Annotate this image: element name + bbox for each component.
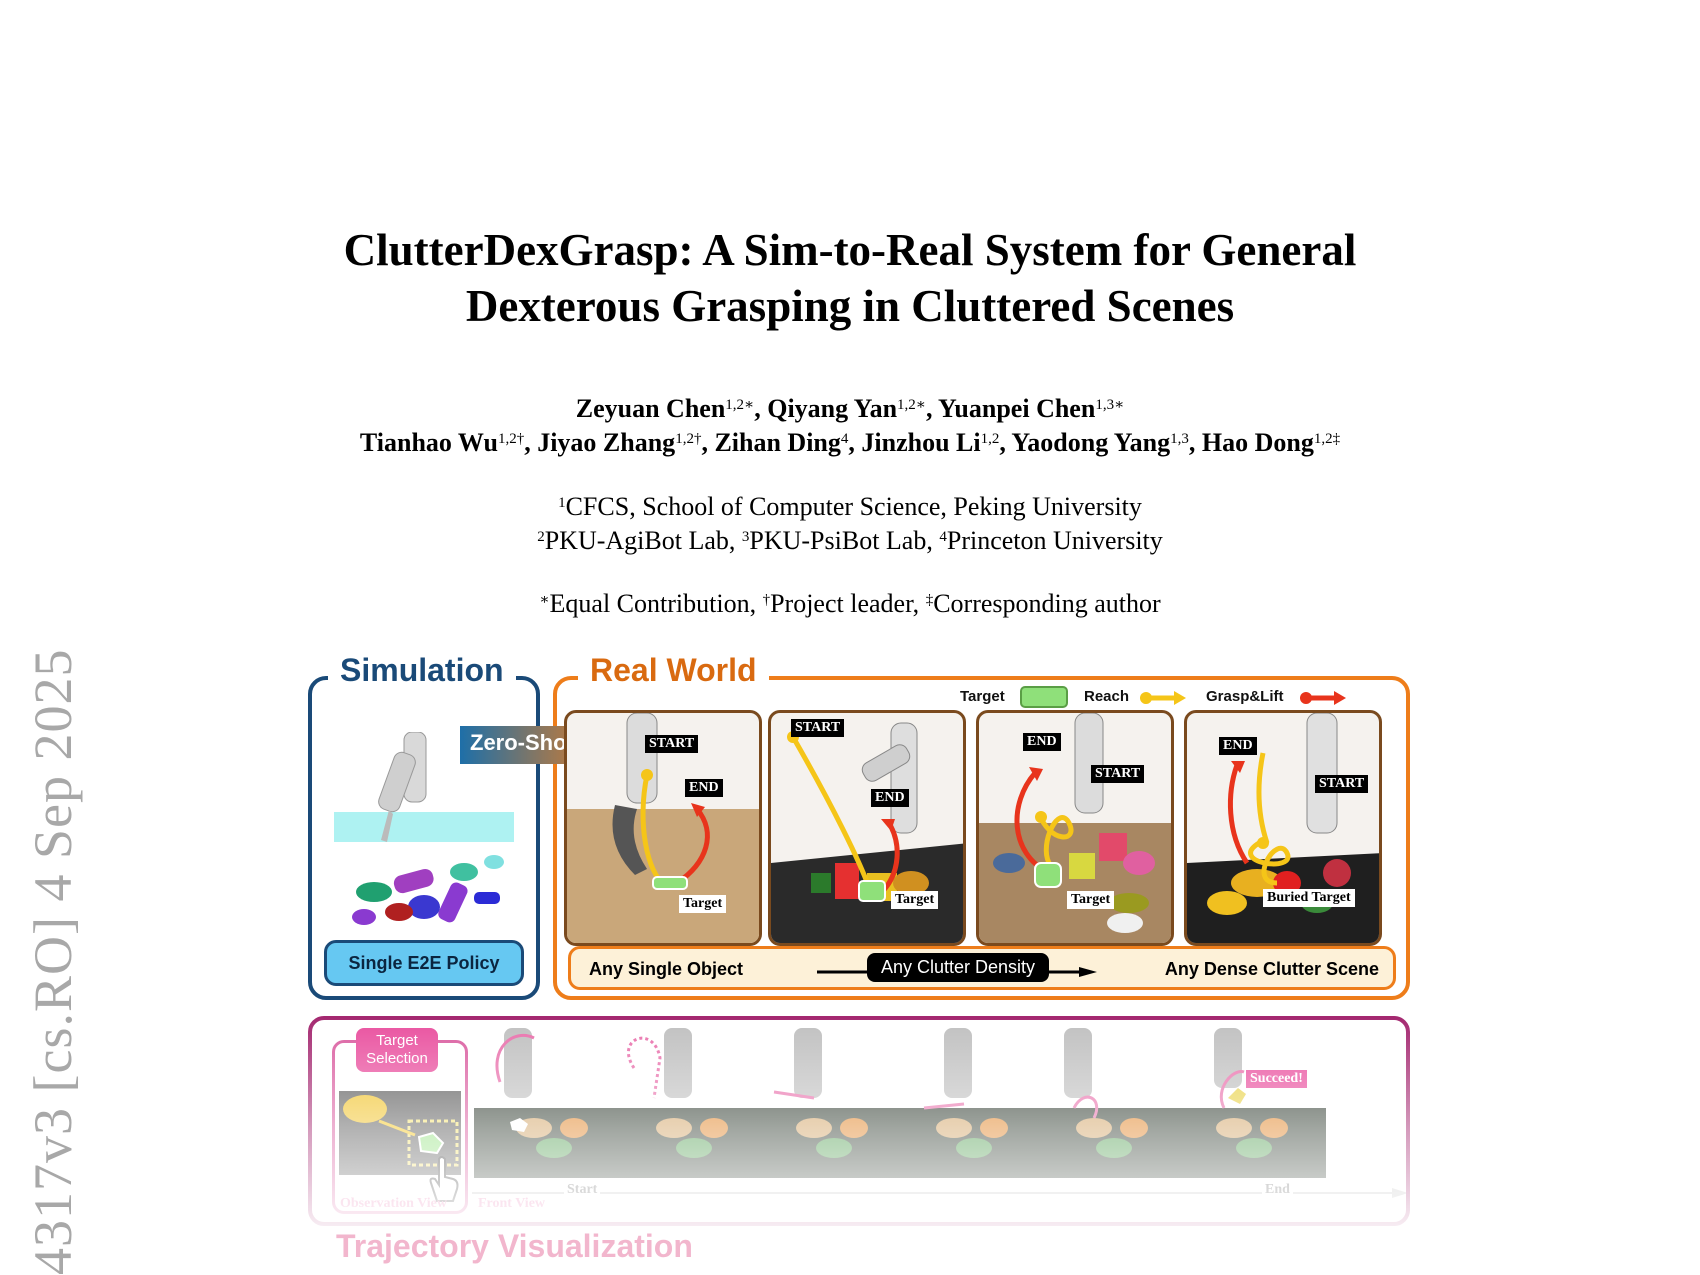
zero-shot-label: Zero-Shot xyxy=(470,730,574,755)
arxiv-stamp: 4317v3 [cs.RO] 4 Sep 2025 xyxy=(23,648,83,1275)
author-name: Jinzhou Li xyxy=(861,428,981,457)
start-tag: START xyxy=(791,719,845,737)
author-name: Zihan Ding xyxy=(714,428,841,457)
real-scene-dense-clutter: END START Buried Target xyxy=(1184,710,1382,946)
density-middle-label: Any Clutter Density xyxy=(867,953,1050,982)
scene-image xyxy=(1187,713,1379,943)
legend-target-label: Target xyxy=(960,688,1005,705)
target-selection-label: Target Selection xyxy=(356,1028,438,1072)
scene-image xyxy=(567,713,759,943)
front-view-label: Front View xyxy=(478,1196,546,1211)
author-name: Yaodong Yang xyxy=(1011,428,1171,457)
trajectory-frame-6 xyxy=(1174,1028,1326,1178)
simulation-panel: Single E2E Policy xyxy=(308,676,540,1000)
observation-view-label: Observation View xyxy=(340,1196,447,1211)
scene-image xyxy=(979,713,1171,943)
real-scene-medium-clutter: END START Target xyxy=(976,710,1174,946)
timeline-start-label: Start xyxy=(564,1182,601,1198)
target-swatch-icon xyxy=(1020,686,1068,708)
simulation-scene-image xyxy=(334,732,514,925)
title-line-1: ClutterDexGrasp: A Sim-to-Real System fo… xyxy=(343,225,1357,275)
title-line-2: Dexterous Grasping in Cluttered Scenes xyxy=(465,281,1235,331)
author-name: Qiyang Yan xyxy=(767,394,898,423)
author-notes: ∗Equal Contribution, †Project leader, ‡C… xyxy=(539,589,1161,618)
target-tag: Buried Target xyxy=(1263,889,1355,907)
single-e2e-policy-label: Single E2E Policy xyxy=(324,940,524,986)
scene-image xyxy=(771,722,963,943)
start-tag: START xyxy=(645,735,699,753)
author-row-2: Tianhao Wu1,2†, Jiyao Zhang1,2†, Zihan D… xyxy=(359,428,1341,457)
start-tag: START xyxy=(1315,775,1369,793)
real-world-title: Real World xyxy=(578,652,769,689)
author-name: Tianhao Wu xyxy=(359,428,498,457)
author-name: Zeyuan Chen xyxy=(575,394,726,423)
trajectory-frame-3 xyxy=(754,1028,906,1178)
timeline-end-label: End xyxy=(1262,1182,1293,1198)
grasp-lift-arrow-icon xyxy=(1300,691,1346,705)
end-tag: END xyxy=(1023,733,1061,751)
author-name: Hao Dong xyxy=(1201,428,1314,457)
teaser-figure: Single E2E Policy Simulation Real World … xyxy=(300,648,1410,1275)
trajectory-panel: Target Selection xyxy=(308,1016,1410,1226)
trajectory-frame-2 xyxy=(614,1028,766,1178)
density-left-label: Any Single Object xyxy=(589,959,744,979)
clutter-density-bar: Any Single Object Any Clutter Density An… xyxy=(568,946,1396,990)
real-scene-low-clutter: START END Target xyxy=(768,710,966,946)
target-tag: Target xyxy=(679,895,727,913)
paper-title: ClutterDexGrasp: A Sim-to-Real System fo… xyxy=(200,222,1500,334)
author-name: Yuanpei Chen xyxy=(938,394,1096,423)
author-row-1: Zeyuan Chen1,2∗, Qiyang Yan1,2∗, Yuanpei… xyxy=(575,394,1125,423)
trajectory-frame-1 xyxy=(474,1028,626,1178)
trajectory-frame-5 xyxy=(1034,1028,1186,1178)
affiliation-line-1: 1CFCS, School of Computer Science, Pekin… xyxy=(558,492,1142,521)
legend-grasp-lift-label: Grasp&Lift xyxy=(1206,688,1284,705)
succeed-badge: Succeed! xyxy=(1246,1070,1307,1088)
simulation-title: Simulation xyxy=(328,652,516,689)
trajectory-frame-4 xyxy=(894,1028,1046,1178)
author-list: Zeyuan Chen1,2∗, Qiyang Yan1,2∗, Yuanpei… xyxy=(200,392,1500,460)
end-tag: END xyxy=(1219,737,1257,755)
affiliations: 1CFCS, School of Computer Science, Pekin… xyxy=(200,490,1500,558)
trajectory-title: Trajectory Visualization xyxy=(330,1228,699,1265)
author-name: Jiyao Zhang xyxy=(537,428,676,457)
real-world-panel xyxy=(553,676,1410,1000)
end-tag: END xyxy=(871,789,909,807)
reach-arrow-icon xyxy=(1140,691,1186,705)
legend-reach-label: Reach xyxy=(1084,688,1130,705)
target-tag: Target xyxy=(1067,891,1115,909)
density-right-label: Any Dense Clutter Scene xyxy=(1164,959,1379,979)
target-tag: Target xyxy=(891,891,939,909)
start-tag: START xyxy=(1091,765,1145,783)
end-tag: END xyxy=(685,779,723,797)
real-scene-single-object: START END Target xyxy=(564,710,762,946)
affiliation-line-2: 2PKU-AgiBot Lab, 3PKU-PsiBot Lab, 4Princ… xyxy=(537,526,1163,555)
